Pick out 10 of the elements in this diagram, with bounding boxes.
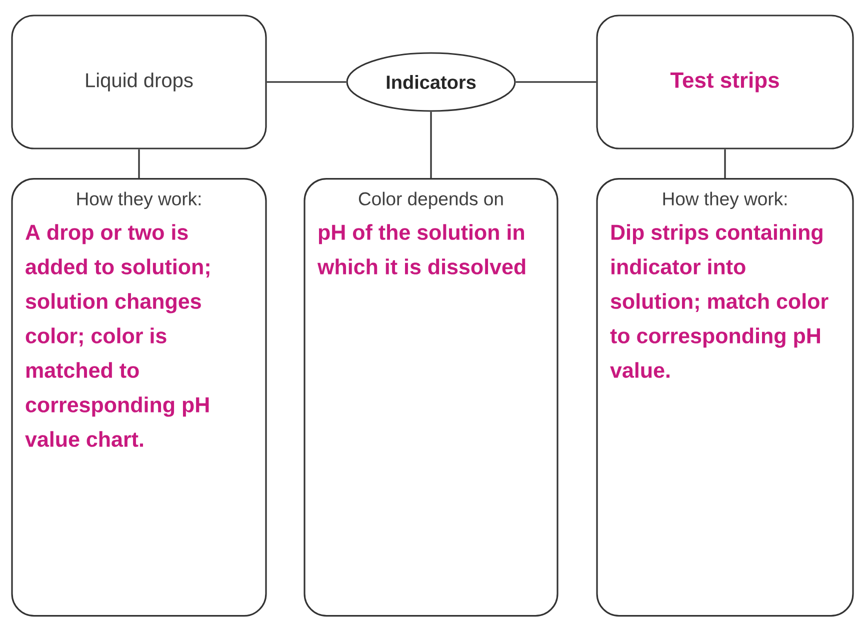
- connector-line: [516, 81, 596, 83]
- connector-line: [138, 149, 140, 178]
- connector-line: [266, 81, 346, 83]
- detail-box: How they work: Dip strips containing indicator into solution; match color to corresponding pH value.: [596, 178, 854, 617]
- detail-box: Color depends on pH of the solution in which it is dissolved: [304, 178, 558, 617]
- connector-line: [430, 112, 432, 178]
- connector-line: [724, 149, 726, 178]
- detail-box: How they work: A drop or two is added to solution; solution changes color; color is matched to corresponding pH value chart.: [11, 178, 267, 617]
- topic-box: Test strips: [596, 14, 854, 150]
- topic-box: Liquid drops: [11, 14, 267, 150]
